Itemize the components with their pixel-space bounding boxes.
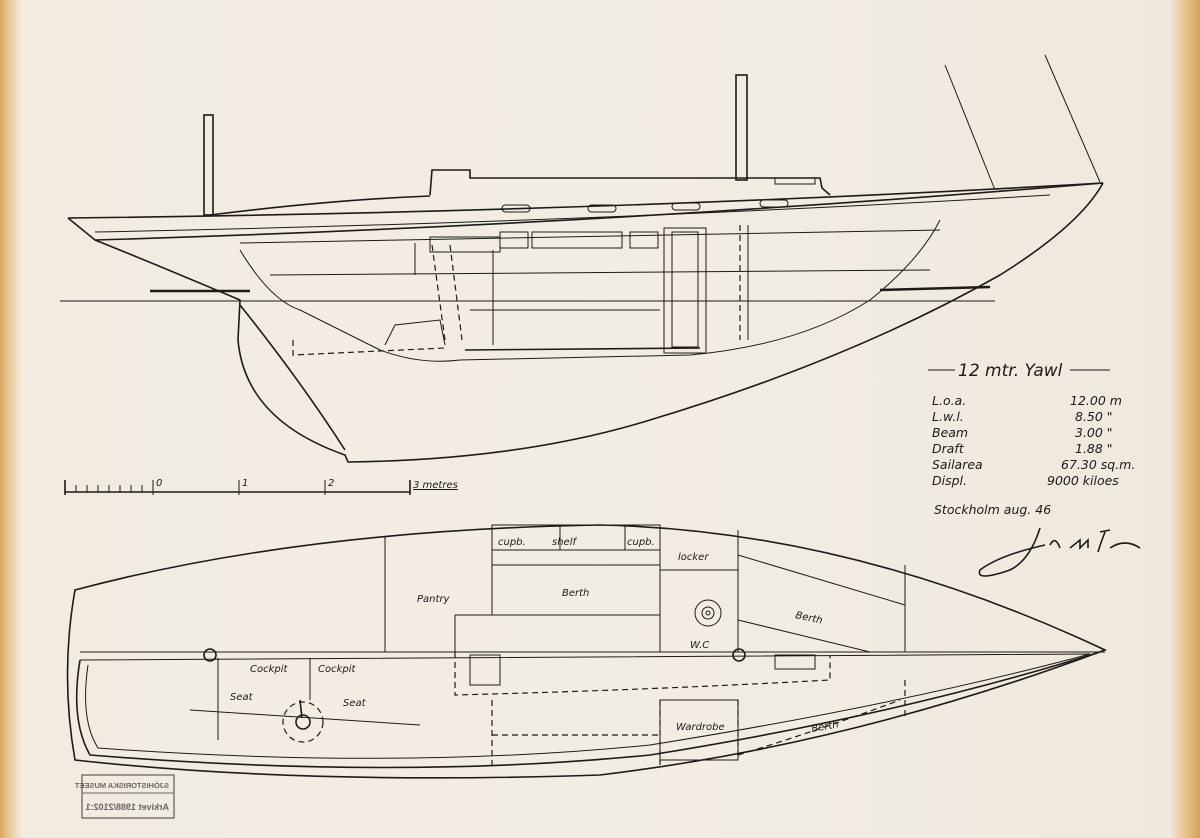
scale-tick-0: 0 [156, 478, 162, 489]
spec-label: Sailarea [932, 457, 983, 472]
scale-bar: 0 1 2 3 metres [64, 478, 458, 495]
porthole [759, 199, 789, 208]
spec-value: 1.88 " [1075, 441, 1113, 456]
spec-value: 3.00 " [1075, 425, 1113, 440]
spec-block: 12 mtr. Yawl L.o.a. 12.00 m L.w.l. 8.50 … [928, 361, 1141, 577]
label-cupboard: cupb. [627, 537, 655, 548]
rudder [239, 304, 346, 451]
label-wardrobe: Wardrobe [676, 722, 725, 733]
label-berth: Berth [562, 588, 589, 599]
label-cockpit: Cockpit [250, 664, 289, 675]
spec-label: L.w.l. [932, 409, 964, 424]
spec-value: 8.50 " [1075, 409, 1113, 424]
label-cupboard: cupb. [498, 537, 526, 548]
archive-stamp: SJÖHISTORISKA MUSEET Arkivet 1988/2102:1 [74, 774, 175, 819]
spec-label: Draft [932, 441, 965, 456]
profile-view [60, 54, 1104, 463]
drawing-title: 12 mtr. Yawl [958, 361, 1063, 381]
forestay [944, 64, 996, 191]
hull-underbody [94, 182, 1104, 463]
scale-tick-1: 1 [242, 478, 248, 489]
label-seat: Seat [343, 698, 367, 709]
cabin-house [429, 169, 831, 196]
stamp-museum: SJÖHISTORISKA MUSEET [74, 781, 169, 790]
label-locker: locker [678, 552, 709, 563]
main-mast [735, 74, 748, 181]
scale-tick-2: 2 [328, 478, 334, 489]
label-pantry: Pantry [417, 594, 451, 605]
mizzen-mast [203, 114, 214, 216]
spec-value: 9000 kiloes [1047, 473, 1119, 488]
deck-outline [66, 524, 1108, 779]
label-berth: Berth [794, 610, 823, 626]
label-wc: W.C [690, 640, 709, 651]
spec-label: Beam [932, 425, 968, 440]
hull-sheer [67, 182, 1104, 219]
wc-bowl [694, 599, 722, 627]
label-shelf: shelf [552, 537, 577, 548]
label-seat: Seat [230, 692, 254, 703]
porthole [587, 204, 617, 213]
jib-stay [1044, 54, 1101, 183]
label-cockpit: Cockpit [318, 664, 357, 675]
spec-value: 12.00 m [1070, 393, 1122, 408]
scale-end-label: 3 metres [413, 480, 458, 491]
spec-label: Displ. [932, 473, 967, 488]
spec-label: L.o.a. [932, 393, 966, 408]
spec-value: 67.30 sq.m. [1061, 457, 1135, 472]
place-date: Stockholm aug. 46 [934, 502, 1051, 517]
plan-view: cupb. shelf cupb. locker Pantry Berth Be… [66, 524, 1108, 779]
signature [978, 527, 1141, 577]
stamp-archive-number: Arkivet 1988/2102:1 [85, 802, 169, 812]
label-berth: Berth [811, 719, 840, 735]
